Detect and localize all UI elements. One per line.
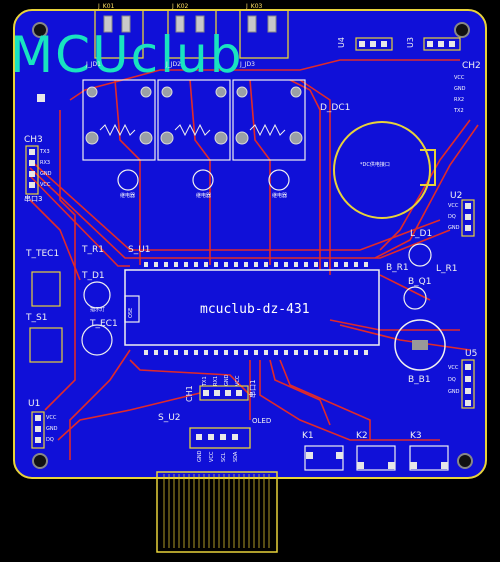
label-k3: K3 xyxy=(410,431,422,441)
label-ch2: CH2 xyxy=(462,61,481,71)
relay-pads xyxy=(85,86,303,145)
label-d-dc1: D_DC1 xyxy=(320,103,351,113)
buzzer-outline xyxy=(394,319,446,371)
ch3-pin-gnd: GND xyxy=(40,171,52,177)
ch1-pin-vcc: VCC xyxy=(235,375,241,386)
mcu-ic-notch xyxy=(124,295,140,323)
label-u2: U2 xyxy=(450,191,463,201)
terminal-blocks xyxy=(94,9,289,59)
relay-label-3: 继电器 xyxy=(272,193,288,199)
label-j-k01: J_K01 xyxy=(98,3,115,10)
label-l-r1: L_R1 xyxy=(436,264,458,274)
ic-label: OSE xyxy=(128,307,134,318)
dc-jack-outline xyxy=(333,121,431,219)
relay-label-1: 继电器 xyxy=(120,193,136,199)
ch2-pin-rx2: RX2 xyxy=(454,97,465,103)
label-s-u1: S_U1 xyxy=(128,245,151,255)
antenna-area xyxy=(156,471,278,553)
u5-pin-dq: DQ xyxy=(448,377,456,383)
ch1-pin-tx1: TX1 xyxy=(202,376,208,386)
label-s-u2: S_U2 xyxy=(158,413,181,423)
label-l-d1: L_D1 xyxy=(410,229,433,239)
u2-pin-dq: DQ xyxy=(448,214,456,220)
label-u5: U5 xyxy=(465,349,478,359)
ch1-pin-gnd: GND xyxy=(224,374,230,386)
ch3-pin-vcc: VCC xyxy=(40,182,51,188)
oled-pin-scl: SCL xyxy=(221,452,227,462)
oled-pin-gnd: GND xyxy=(197,450,203,462)
label-j-jd2: J_JD2 xyxy=(166,61,181,68)
label-t-s1: T_S1 xyxy=(26,313,48,323)
oled-footprint xyxy=(189,427,251,449)
antenna-hatch xyxy=(163,474,270,548)
ch3-pin-tx3: TX3 xyxy=(40,149,50,155)
mcuclub-logo: MCUclub xyxy=(10,26,244,84)
label-b-r1: B_R1 xyxy=(386,263,409,273)
u1-pin-gnd: GND xyxy=(46,426,58,432)
board-title: mcuclub-dz-431 xyxy=(200,302,310,317)
ch3-pin-rx3: RX3 xyxy=(40,160,51,166)
label-ch1: CH1 xyxy=(185,385,194,402)
ch2-pin-gnd: GND xyxy=(454,86,466,92)
header-outlines xyxy=(25,37,475,449)
label-oled: OLED xyxy=(252,417,272,425)
label-t-ec1: T_EC1 xyxy=(90,319,118,329)
u1-pin-dq: DQ xyxy=(46,437,54,443)
label-j-k02: J_K02 xyxy=(172,3,189,10)
ch1-pin-rx1: RX1 xyxy=(213,375,219,386)
label-t-d1: T_D1 xyxy=(82,271,105,281)
u2-pin-gnd: GND xyxy=(448,225,460,231)
label-u1: U1 xyxy=(28,399,41,409)
header-pads xyxy=(29,41,471,469)
label-t-tec1: T_TEC1 xyxy=(26,249,60,259)
ch2-pin-tx2: TX2 xyxy=(454,108,464,114)
oled-pin-sda: SDA xyxy=(233,451,239,462)
label-u4: U4 xyxy=(337,37,346,48)
label-j-jd1: J_JD1 xyxy=(86,61,101,68)
relay-label-2: 继电器 xyxy=(196,193,212,199)
ic-pads xyxy=(144,262,368,355)
label-j-k03: J_K03 xyxy=(246,3,263,10)
relay-coils xyxy=(99,123,286,137)
dc-jack-label: *DC供电接口 xyxy=(360,162,390,168)
label-j-jd3: J_JD3 xyxy=(240,61,255,68)
oled-pin-vcc: VCC xyxy=(209,451,215,462)
label-u3: U3 xyxy=(406,37,415,48)
buzzer-center xyxy=(412,340,428,350)
label-b-q1: B_Q1 xyxy=(408,277,432,287)
u5-pin-vcc: VCC xyxy=(448,365,459,371)
component-circles xyxy=(81,169,432,356)
u5-pin-gnd: GND xyxy=(448,389,460,395)
dc-jack-tab xyxy=(420,149,436,186)
copper-traces-red xyxy=(29,59,479,460)
label-k1: K1 xyxy=(302,431,314,441)
relay-footprints xyxy=(82,79,306,161)
label-b-b1: B_B1 xyxy=(408,375,431,385)
label-t-r1: T_R1 xyxy=(82,245,104,255)
label-k2: K2 xyxy=(356,431,368,441)
mounting-holes xyxy=(32,22,473,469)
ch2-pin-vcc: VCC xyxy=(454,75,465,81)
label-ch3: CH3 xyxy=(24,135,43,145)
terminal-screws xyxy=(103,15,277,33)
u1-pin-vcc: VCC xyxy=(46,415,57,421)
ch1-subtitle: 串口1 xyxy=(249,379,257,398)
ch3-subtitle: 串口3 xyxy=(24,195,43,203)
u2-pin-vcc: VCC xyxy=(448,203,459,209)
led-label: 指示灯 xyxy=(90,307,106,313)
